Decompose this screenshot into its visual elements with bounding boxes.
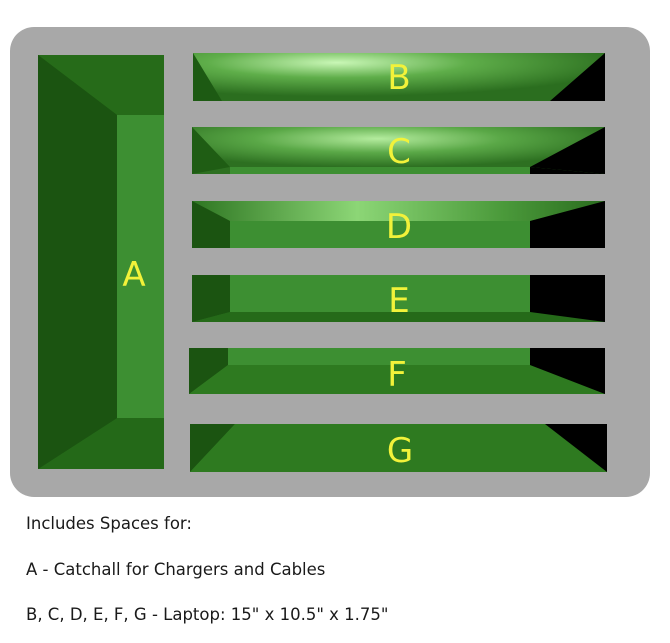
compartment-f: F	[189, 348, 605, 395]
compartment-b: B	[193, 53, 605, 101]
compartment-g: G	[190, 424, 607, 472]
compartment-d: D	[192, 201, 605, 248]
compartment-e: E	[192, 275, 605, 322]
label-e: E	[388, 281, 409, 321]
caption-line-bg: B, C, D, E, F, G - Laptop: 15" x 10.5" x…	[26, 605, 389, 624]
compartment-c: C	[192, 127, 605, 174]
label-a: A	[122, 255, 145, 295]
organizer-tray-diagram: A B C D E F	[10, 27, 650, 497]
label-c: C	[387, 132, 411, 172]
label-b: B	[387, 58, 410, 98]
label-g: G	[387, 431, 413, 471]
label-d: D	[386, 207, 412, 247]
caption-line-a: A - Catchall for Chargers and Cables	[26, 560, 326, 579]
compartment-a: A	[38, 55, 164, 469]
label-f: F	[387, 355, 407, 395]
caption-heading: Includes Spaces for:	[26, 514, 192, 533]
